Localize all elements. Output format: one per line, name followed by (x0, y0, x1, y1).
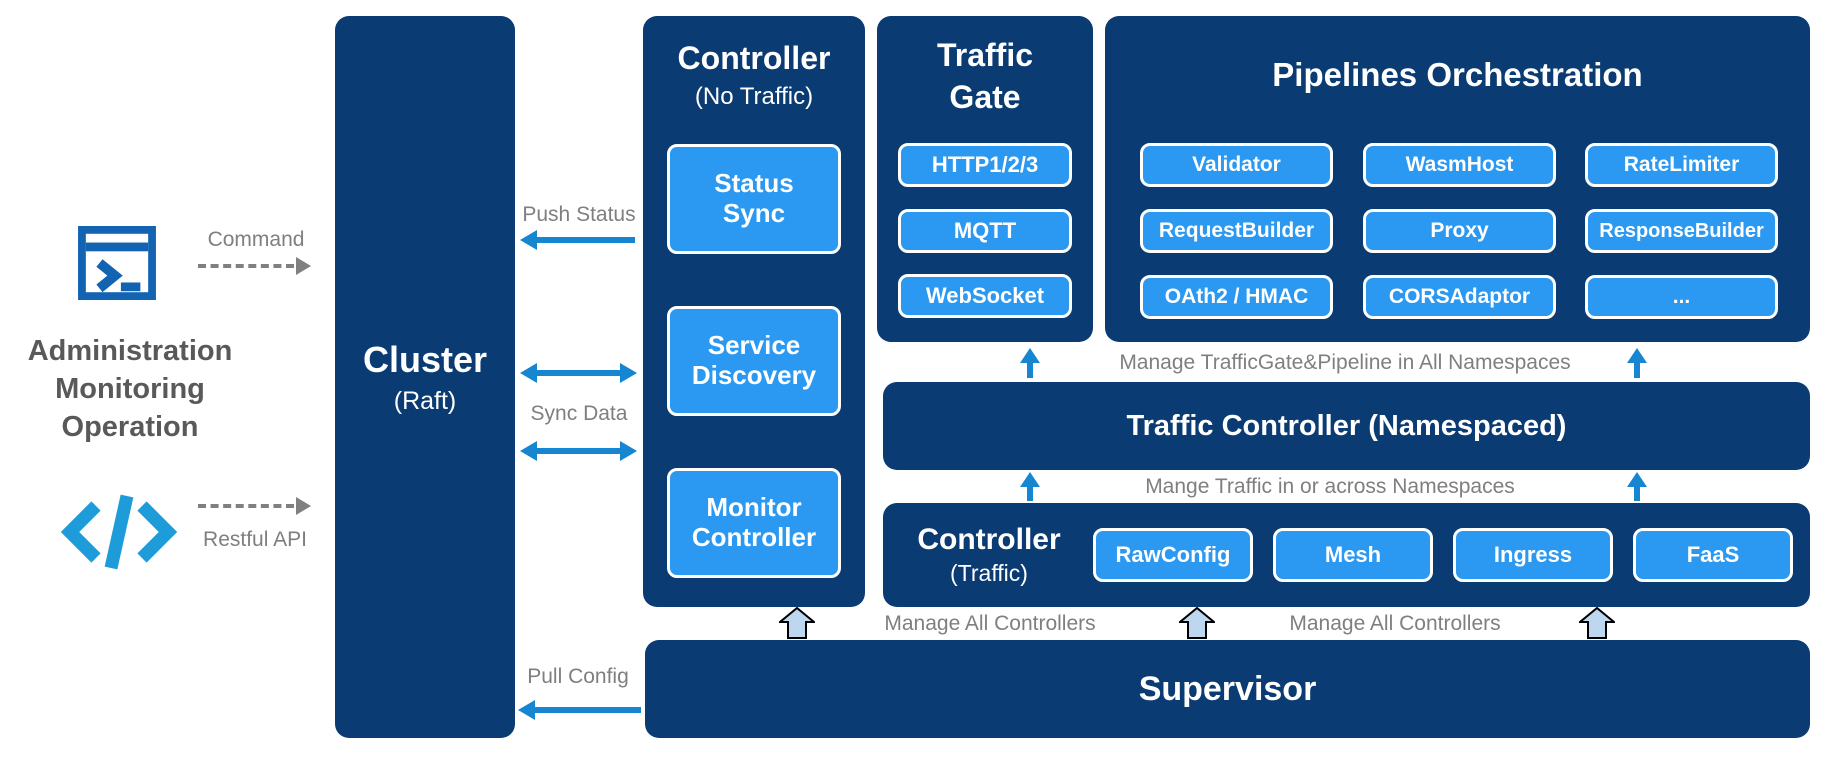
traffic-controller-title: Traffic Controller (Namespaced) (1126, 409, 1567, 442)
mesh-chip: Mesh (1273, 528, 1433, 582)
manage-gate-pipeline-label: Manage TrafficGate&Pipeline in All Names… (1119, 351, 1571, 374)
terminal-window-icon (78, 226, 156, 300)
manage-all-controllers-label-1: Manage All Controllers (884, 612, 1096, 635)
pipelines-orchestration-box: Pipelines Orchestration Validator WasmHo… (1105, 16, 1810, 342)
push-status-label: Push Status (522, 203, 636, 226)
controller-traffic-title-block: Controller (Traffic) (883, 503, 1095, 607)
mange-traffic-label: Mange Traffic in or across Namespaces (1145, 475, 1515, 498)
mqtt-chip: MQTT (898, 209, 1072, 253)
faas-chip: FaaS (1633, 528, 1793, 582)
traffic-gate-box: Traffic Gate HTTP1/2/3 MQTT WebSocket (877, 16, 1093, 342)
controller-traffic-subtitle: (Traffic) (950, 560, 1028, 586)
restful-api-label: Restful API (203, 528, 307, 551)
http-chip: HTTP1/2/3 (898, 143, 1072, 187)
responsebuilder-chip: ResponseBuilder (1585, 209, 1778, 253)
wasmhost-chip: WasmHost (1363, 143, 1556, 187)
admin-monitoring-operation-text: Administration Monitoring Operation (27, 335, 233, 443)
controller-traffic-box: Controller (Traffic) RawConfig Mesh Ingr… (883, 503, 1810, 607)
code-brackets-icon (60, 494, 178, 570)
supervisor-up-block-arrow-1 (779, 607, 815, 639)
more-filters-chip: ... (1585, 275, 1778, 319)
supervisor-box: Supervisor (645, 640, 1810, 738)
cluster-subtitle: (Raft) (393, 386, 457, 415)
monitor-controller-chip: Monitor Controller (667, 468, 841, 578)
requestbuilder-chip: RequestBuilder (1140, 209, 1333, 253)
pipelines-title: Pipelines Orchestration (1272, 56, 1643, 93)
ratelimiter-chip: RateLimiter (1585, 143, 1778, 187)
proxy-chip: Proxy (1363, 209, 1556, 253)
sync-data-label: Sync Data (530, 402, 628, 425)
supervisor-title: Supervisor (1138, 669, 1317, 708)
oauth2-hmac-chip: OAth2 / HMAC (1140, 275, 1333, 319)
controller-no-traffic-box: Controller (No Traffic) Status Sync Serv… (643, 16, 865, 607)
controller-no-traffic-title: Controller (677, 40, 831, 76)
traffic-gate-title: Traffic Gate (936, 37, 1034, 115)
command-label: Command (207, 228, 305, 251)
websocket-chip: WebSocket (898, 274, 1072, 318)
corsadaptor-chip: CORSAdaptor (1363, 275, 1556, 319)
pull-config-label: Pull Config (527, 665, 629, 688)
controller-no-traffic-subtitle: (No Traffic) (694, 83, 814, 110)
status-sync-chip: Status Sync (667, 144, 841, 254)
supervisor-up-block-arrow-3 (1579, 607, 1615, 639)
manage-all-controllers-label-2: Manage All Controllers (1289, 612, 1501, 635)
ingress-chip: Ingress (1453, 528, 1613, 582)
supervisor-up-block-arrow-2 (1179, 607, 1215, 639)
validator-chip: Validator (1140, 143, 1333, 187)
traffic-controller-box: Traffic Controller (Namespaced) (883, 382, 1810, 470)
cluster-box: Cluster (Raft) (335, 16, 515, 738)
rawconfig-chip: RawConfig (1093, 528, 1253, 582)
service-discovery-chip: Service Discovery (667, 306, 841, 416)
cluster-title: Cluster (362, 338, 488, 380)
controller-traffic-title: Controller (917, 523, 1061, 556)
